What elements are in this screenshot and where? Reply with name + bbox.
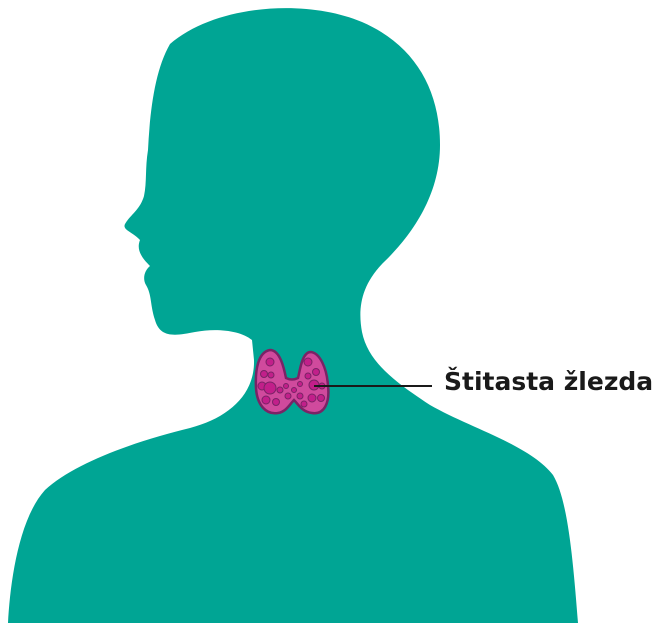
thyroid-follicle <box>308 394 316 402</box>
thyroid-follicle <box>284 384 289 389</box>
thyroid-follicle <box>297 393 303 399</box>
thyroid-follicle <box>262 396 270 404</box>
thyroid-follicle <box>313 369 320 376</box>
thyroid-follicle <box>298 382 303 387</box>
thyroid-follicle <box>305 373 311 379</box>
thyroid-follicle <box>301 401 307 407</box>
thyroid-follicle <box>268 372 274 378</box>
thyroid-follicle <box>318 395 325 402</box>
thyroid-follicle <box>264 382 276 394</box>
thyroid-follicle <box>273 399 280 406</box>
thyroid-follicle <box>266 358 274 366</box>
thyroid-follicle <box>277 387 283 393</box>
thyroid-follicle <box>292 388 297 393</box>
thyroid-label: Štitasta žlezda <box>444 367 653 396</box>
human-silhouette <box>8 8 578 623</box>
thyroid-follicle <box>285 393 291 399</box>
thyroid-follicle <box>261 371 268 378</box>
thyroid-follicle <box>304 358 312 366</box>
